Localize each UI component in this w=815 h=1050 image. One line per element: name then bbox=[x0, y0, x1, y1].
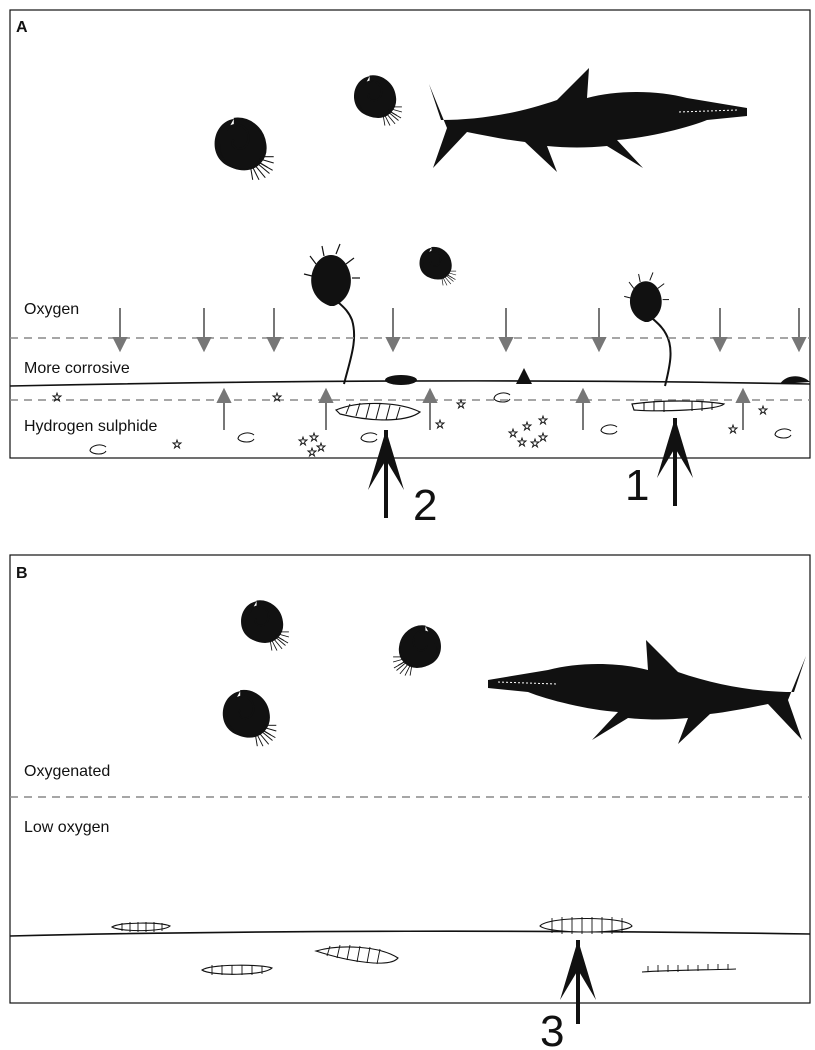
ammonite-icon bbox=[215, 119, 274, 180]
carcass-icon bbox=[780, 376, 810, 384]
zone-label-corrosive: More corrosive bbox=[24, 360, 130, 377]
marker-label-2: 2 bbox=[413, 481, 437, 530]
ammonite-icon bbox=[420, 248, 457, 286]
panel-a: A bbox=[10, 10, 810, 458]
marker-label-1: 1 bbox=[625, 461, 649, 510]
ammonite-icon bbox=[223, 691, 276, 746]
bone-fragment-icon bbox=[336, 403, 420, 420]
panel-b-frame bbox=[10, 555, 810, 1003]
shell-icon bbox=[361, 433, 377, 442]
panel-a-letter: A bbox=[16, 19, 28, 36]
crinoid-icon bbox=[304, 244, 360, 384]
carcass-icon bbox=[385, 375, 417, 385]
oxygen-arrows bbox=[114, 308, 805, 350]
crinoid-icon bbox=[624, 272, 670, 386]
ammonite-icon bbox=[393, 626, 441, 676]
zone-label-oxygenated: Oxygenated bbox=[24, 763, 110, 780]
shell-icon bbox=[775, 429, 791, 438]
ichthyosaur-icon bbox=[488, 640, 806, 744]
bone-fragment-icon bbox=[642, 964, 736, 972]
panel-b: B Oxygenated Low oxygen bbox=[10, 555, 810, 1003]
panel-b-letter: B bbox=[16, 565, 28, 582]
ammonite-icon bbox=[354, 76, 402, 126]
shell-icon bbox=[90, 445, 106, 454]
shell-icon bbox=[238, 433, 254, 442]
bone-fragment-icon bbox=[316, 945, 398, 964]
bone-fragment-icon bbox=[112, 922, 170, 932]
panel-a-frame bbox=[10, 10, 810, 458]
shell-icon bbox=[601, 425, 617, 434]
ichthyosaur-icon bbox=[429, 68, 747, 172]
ammonite-icon bbox=[241, 601, 289, 651]
zone-label-sulphide: Hydrogen sulphide bbox=[24, 418, 158, 435]
bone-fragment-icon bbox=[202, 965, 272, 975]
zone-label-low-oxygen: Low oxygen bbox=[24, 819, 109, 836]
zone-label-oxygen: Oxygen bbox=[24, 301, 79, 318]
marker-label-3: 3 bbox=[540, 1007, 564, 1050]
carcass-icon bbox=[516, 368, 532, 384]
marker-arrow-3 bbox=[560, 940, 596, 1024]
marker-arrow-2 bbox=[368, 430, 404, 518]
bone-fragment-icon bbox=[632, 401, 724, 412]
marker-arrow-1 bbox=[657, 418, 693, 506]
